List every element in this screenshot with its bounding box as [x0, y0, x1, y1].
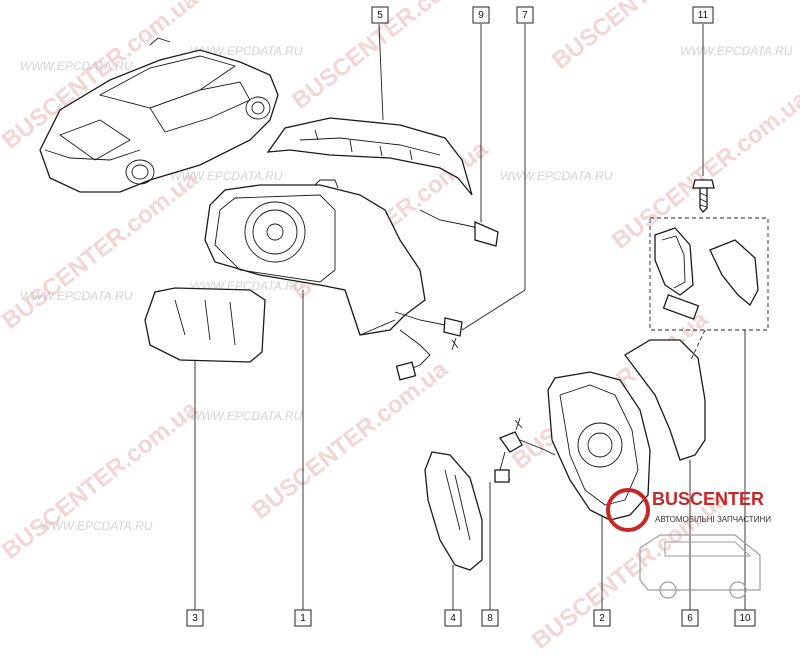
- part-9-connector: [419, 209, 499, 247]
- watermark-epc: WWW.EPCDATA.RU: [40, 519, 153, 533]
- part-8-actuator: [494, 417, 556, 483]
- part-4-mirror-glass: [424, 451, 483, 571]
- bus-icon: [639, 534, 761, 599]
- part-10-kit: [649, 217, 769, 363]
- watermark-brand: BUSCENTER.com.ua: [547, 0, 753, 75]
- watermark-epc: WWW.EPCDATA.RU: [20, 289, 133, 303]
- callout-2: 2: [593, 609, 611, 627]
- callout-label: 5: [377, 10, 383, 21]
- callout-5: 5: [371, 6, 389, 24]
- callout-label: 1: [300, 613, 306, 624]
- watermark-epc: WWW.EPCDATA.RU: [190, 409, 303, 423]
- callout-label: 4: [450, 613, 456, 624]
- part-1-mirror-housing: [204, 179, 426, 336]
- callout-label: 11: [698, 10, 709, 21]
- watermark-brand: BUSCENTER.com.ua: [0, 395, 203, 564]
- watermark-epc: WWW.EPCDATA.RU: [500, 169, 613, 183]
- watermark-brand: BUSCENTER.com.ua: [287, 0, 493, 115]
- callout-9: 9: [472, 6, 490, 24]
- callout-1: 1: [294, 609, 312, 627]
- part-5-cover: [266, 117, 473, 196]
- part-3-mirror-glass: [144, 287, 266, 363]
- car-illustration: [39, 37, 279, 193]
- callout-label: 6: [687, 613, 693, 624]
- callout-label: 10: [739, 613, 751, 624]
- logo-name: BUSCENTER: [652, 489, 764, 509]
- callout-6: 6: [681, 609, 699, 627]
- watermark-epc: WWW.EPCDATA.RU: [170, 169, 283, 183]
- watermark-epc: WWW.EPCDATA.RU: [680, 44, 793, 58]
- logo-mark-icon: [606, 488, 650, 532]
- callout-label: 2: [599, 613, 605, 624]
- watermark-brand: BUSCENTER.com.ua: [247, 355, 453, 524]
- callout-label: 7: [522, 10, 528, 21]
- callout-8: 8: [481, 609, 499, 627]
- watermark-epc: WWW.EPCDATA.RU: [20, 59, 133, 73]
- callout-label: 8: [487, 613, 493, 624]
- part-11-screw: [692, 179, 715, 213]
- part-7-connector: [394, 311, 463, 381]
- callout-label: 9: [478, 10, 484, 21]
- part-6-outer-cover: [624, 339, 706, 461]
- callout-label: 3: [192, 613, 198, 624]
- buscenter-logo: BUSCENTER АВТОМОБІЛЬНІ ЗАПЧАСТИНИ: [606, 488, 771, 599]
- callout-7: 7: [516, 6, 534, 24]
- callout-3: 3: [186, 609, 204, 627]
- callout-11: 11: [692, 6, 714, 24]
- part-2-mirror-unit: [547, 371, 651, 521]
- callout-4: 4: [444, 609, 462, 627]
- callout-10: 10: [734, 609, 756, 627]
- watermark-brand: BUSCENTER.com.ua: [607, 85, 800, 254]
- watermark-epc: WWW.EPCDATA.RU: [190, 44, 303, 58]
- logo-tagline: АВТОМОБІЛЬНІ ЗАПЧАСТИНИ: [655, 515, 771, 524]
